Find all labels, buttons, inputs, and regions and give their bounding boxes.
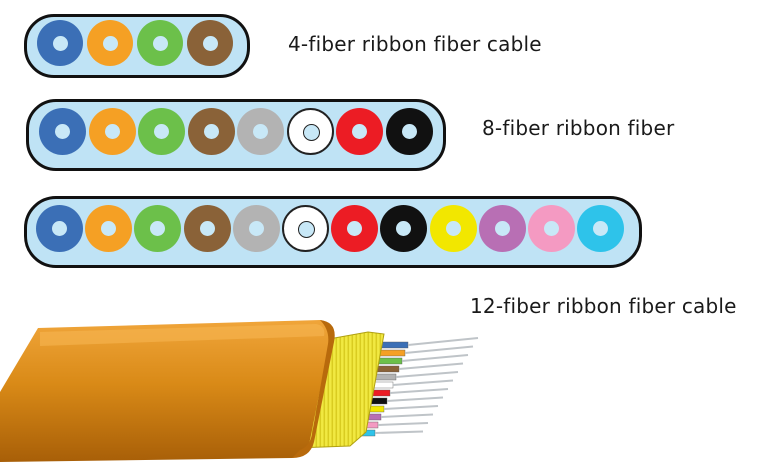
bare-glass-fiber — [386, 396, 444, 402]
fiber-4 — [183, 205, 231, 252]
fiber-core — [104, 124, 120, 139]
fiber-3 — [138, 108, 185, 155]
fiber-2 — [88, 108, 136, 155]
bare-glass-fiber — [395, 371, 459, 378]
cable-jacket-end — [292, 320, 335, 458]
fiber-core — [102, 35, 118, 51]
fiber-1 — [37, 20, 83, 66]
fiber-core — [199, 221, 215, 236]
bare-glass-fiber — [407, 337, 479, 346]
bare-glass-fiber — [404, 345, 474, 354]
fiber-10 — [478, 205, 526, 252]
fiber-4 — [187, 108, 235, 155]
fiber-8 — [380, 205, 428, 252]
ribbon-12-fiber-label: 12-fiber ribbon fiber cable — [470, 294, 737, 318]
fiber-core — [302, 124, 320, 141]
fiber-3 — [134, 205, 182, 252]
bare-glass-fiber — [383, 405, 439, 410]
cable-jacket — [0, 320, 331, 462]
fiber-core — [347, 221, 363, 236]
fiber-5 — [237, 108, 284, 155]
fiber-core — [352, 124, 367, 139]
fiber-1 — [36, 205, 83, 252]
fiber-core — [396, 221, 412, 236]
bare-glass-fiber — [392, 379, 454, 386]
fiber-core — [494, 221, 510, 236]
fiber-6 — [282, 205, 329, 252]
fiber-6 — [286, 108, 334, 155]
fiber-1 — [39, 108, 86, 155]
ribbon-12-fiber — [24, 196, 642, 268]
ribbon-cable-illustration — [0, 320, 479, 462]
fiber-core — [203, 124, 219, 139]
fiber-2 — [85, 205, 133, 252]
fiber-7 — [336, 108, 383, 155]
fiber-5 — [232, 205, 280, 252]
fiber-3 — [137, 20, 183, 66]
fiber-core — [52, 221, 67, 236]
fiber-core — [154, 124, 169, 139]
ribbon-4-fiber-label: 4-fiber ribbon fiber cable — [288, 32, 542, 56]
fiber-core — [445, 221, 461, 236]
fiber-8 — [385, 108, 433, 155]
bare-glass-fiber — [389, 388, 449, 394]
fiber-core — [52, 35, 68, 51]
fiber-4 — [187, 20, 233, 66]
fiber-7 — [331, 205, 379, 252]
fiber-core — [101, 221, 117, 236]
fiber-core — [593, 221, 609, 236]
bare-glass-fiber — [377, 422, 429, 426]
fiber-12 — [577, 205, 625, 252]
fiber-2 — [87, 20, 133, 66]
bare-glass-fiber — [380, 413, 434, 418]
fiber-core — [544, 221, 559, 236]
fiber-core — [152, 35, 168, 51]
fiber-11 — [528, 205, 575, 252]
ribbon-8-fiber-label: 8-fiber ribbon fiber — [482, 116, 675, 140]
fiber-core — [202, 35, 218, 51]
fiber-core — [55, 124, 70, 139]
fiber-core — [401, 124, 417, 139]
fiber-core — [248, 221, 264, 236]
cable-jacket-highlight — [40, 324, 325, 346]
fiber-core — [253, 124, 268, 139]
bare-glass-fiber — [398, 362, 464, 370]
bare-glass-fiber — [401, 354, 469, 362]
ribbon-8-fiber — [26, 99, 446, 171]
fiber-9 — [429, 205, 477, 252]
fiber-core — [150, 221, 166, 236]
bare-glass-fiber — [374, 430, 424, 434]
ribbon-4-fiber — [24, 14, 250, 78]
fiber-core — [298, 221, 315, 238]
